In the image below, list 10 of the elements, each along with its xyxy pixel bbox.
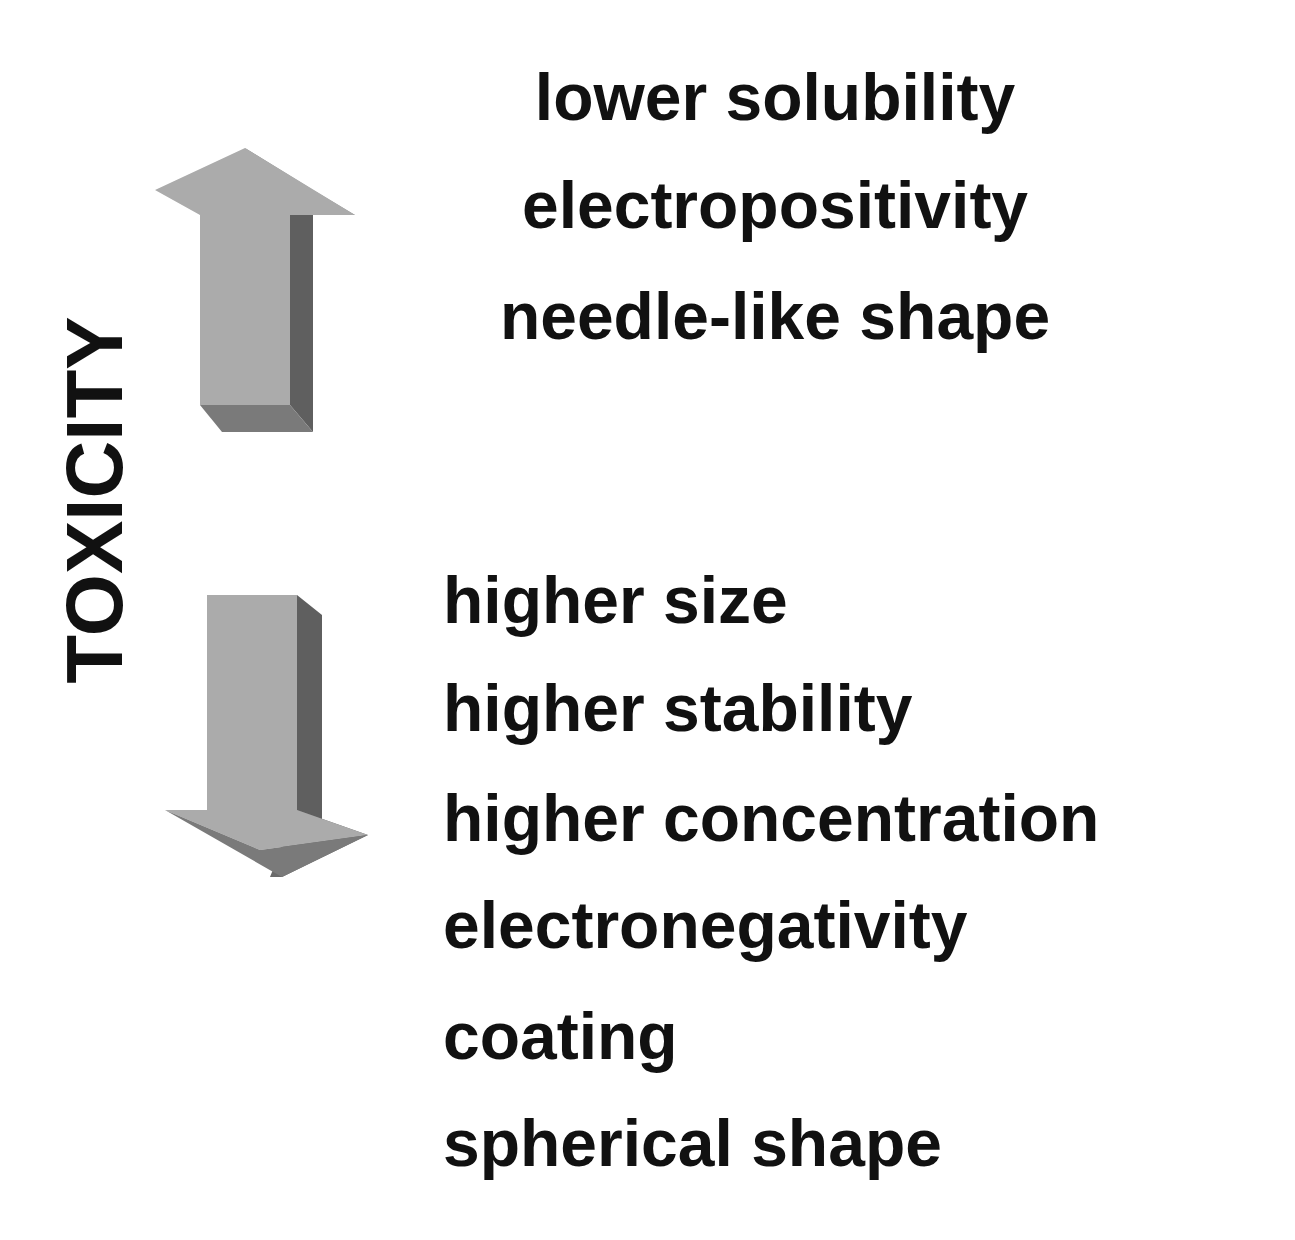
property-text: lower solubility: [534, 59, 1016, 136]
property-text: higher size: [443, 562, 788, 639]
axis-title: TOXICITY: [50, 316, 140, 684]
property-text: higher stability: [443, 670, 913, 747]
property-text: coating: [443, 998, 678, 1075]
property-text: electronegativity: [443, 887, 968, 964]
property-text: needle-like shape: [499, 278, 1051, 355]
property-text: higher concentration: [443, 780, 1100, 857]
property-text: spherical shape: [443, 1105, 942, 1182]
property-text: electropositivity: [521, 167, 1029, 244]
